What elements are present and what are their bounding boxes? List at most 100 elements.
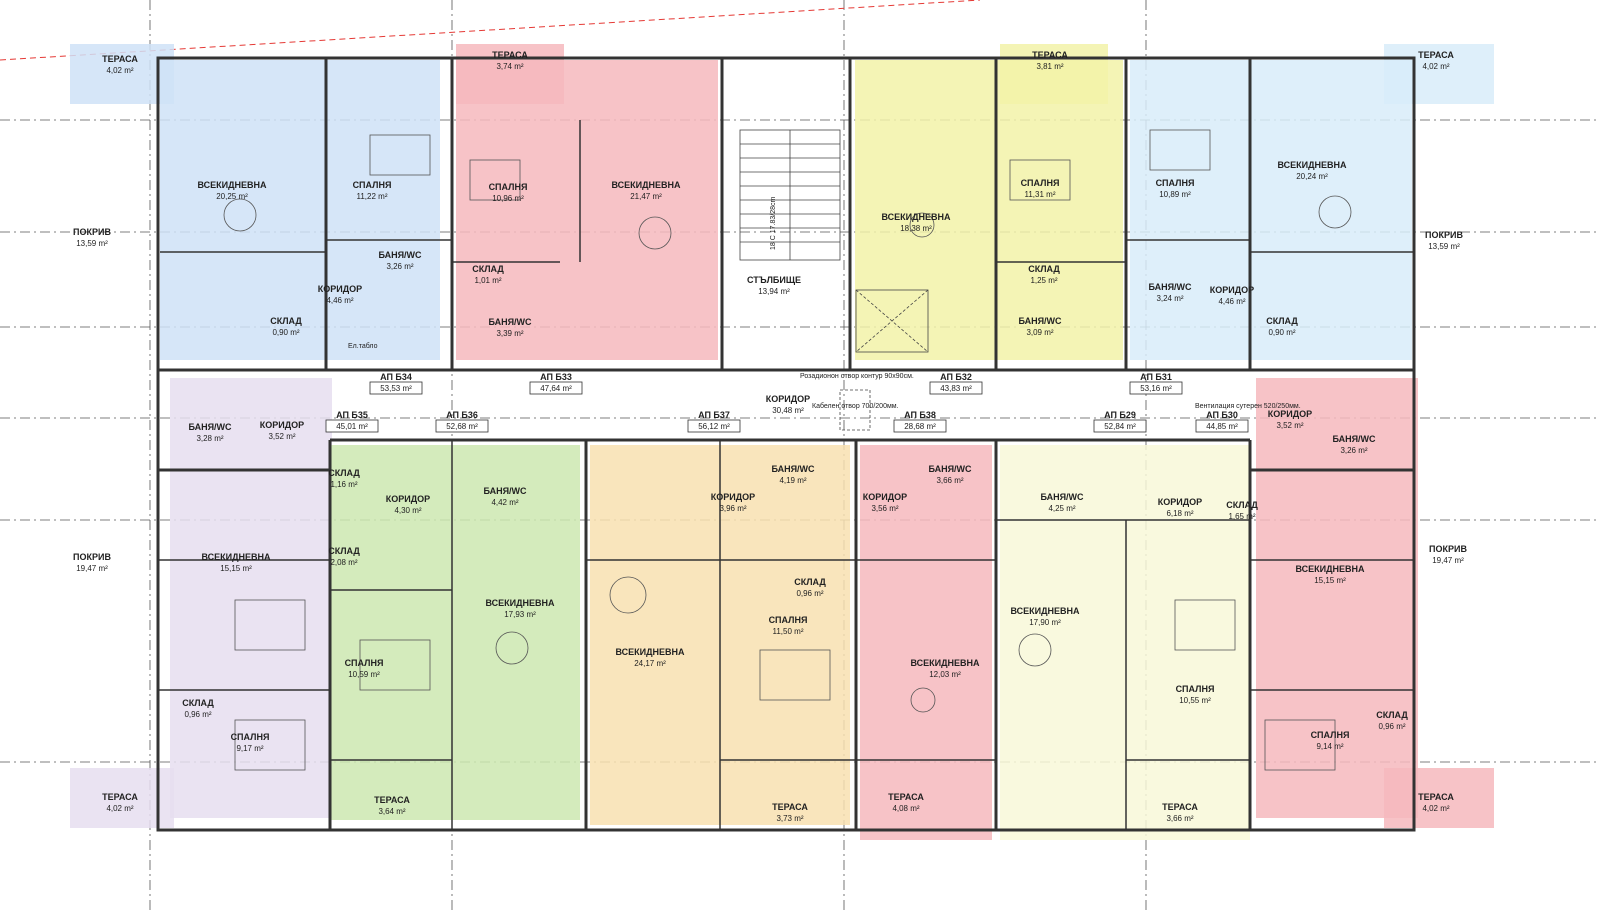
room-name: ВСЕКИДНЕВНА (197, 180, 267, 190)
room-name: ПОКРИВ (73, 552, 111, 562)
room-name: БАНЯ/WC (1148, 282, 1192, 292)
room-area: 1,25 m² (1030, 276, 1057, 285)
room-area: 4,30 m² (394, 506, 421, 515)
room-area: 19,47 m² (76, 564, 108, 573)
room-area: 20,25 m² (216, 192, 248, 201)
room-area: 3,52 m² (268, 432, 295, 441)
room-name: ТЕРАСА (1162, 802, 1198, 812)
room-area: 18,38 m² (900, 224, 932, 233)
room-name: БАНЯ/WC (1332, 434, 1376, 444)
room-area: 4,02 m² (106, 804, 133, 813)
room-name: ВСЕКИДНЕВНА (611, 180, 681, 190)
room-name: СПАЛНЯ (1156, 178, 1195, 188)
room-area: 3,24 m² (1156, 294, 1183, 303)
room-area: 4,46 m² (1218, 297, 1245, 306)
room-area: 3,09 m² (1026, 328, 1053, 337)
room-name: СКЛАД (182, 698, 214, 708)
wall-accents (158, 120, 1414, 830)
room-area: 0,90 m² (1268, 328, 1295, 337)
room-fill (1384, 768, 1494, 828)
room-area: 12,03 m² (929, 670, 961, 679)
room-area: 4,19 m² (779, 476, 806, 485)
apartment-area: 44,85 m² (1206, 422, 1238, 431)
room-name: ТЕРАСА (374, 795, 410, 805)
room-name: ВСЕКИДНЕВНА (881, 212, 951, 222)
room-area: 3,66 m² (936, 476, 963, 485)
room-area: 4,42 m² (491, 498, 518, 507)
apartment-tag-box (529, 381, 583, 395)
room-area: 10,55 m² (1179, 696, 1211, 705)
room-name: ВСЕКИДНЕВНА (485, 598, 555, 608)
room-name: ТЕРАСА (102, 54, 138, 64)
room-name: ТЕРАСА (888, 792, 924, 802)
room-name: БАНЯ/WC (1040, 492, 1084, 502)
room-name: БАНЯ/WC (488, 317, 532, 327)
room-area: 4,02 m² (1422, 804, 1449, 813)
room-area: 13,59 m² (1428, 242, 1460, 251)
apartment-tag-box (369, 381, 423, 395)
apartment-label: АП Б32 (940, 372, 972, 382)
room-name: КОРИДОР (863, 492, 907, 502)
room-fill (1256, 378, 1418, 818)
room-name: КОРИДОР (1210, 285, 1254, 295)
room-name: КОРИДОР (711, 492, 755, 502)
room-name: СКЛАД (1028, 264, 1060, 274)
room-area: 13,59 m² (76, 239, 108, 248)
room-area: 0,96 m² (796, 589, 823, 598)
room-area: 13,94 m² (758, 287, 790, 296)
apartment-area: 53,16 m² (1140, 384, 1172, 393)
apartment-tag-box (1093, 419, 1147, 433)
room-name: КОРИДОР (766, 394, 810, 404)
room-fill (1000, 445, 1250, 840)
room-name: ПОКРИВ (73, 227, 111, 237)
room-fill (855, 60, 1123, 360)
room-name: СКЛАД (1266, 316, 1298, 326)
room-area: 2,08 m² (330, 558, 357, 567)
furniture (223, 129, 1352, 771)
room-area: 10,96 m² (492, 194, 524, 203)
room-name: ТЕРАСА (1418, 792, 1454, 802)
room-area: 4,08 m² (892, 804, 919, 813)
room-name: СКЛАД (794, 577, 826, 587)
apartment-area: 52,84 m² (1104, 422, 1136, 431)
room-name: ТЕРАСА (1418, 50, 1454, 60)
room-fill (1384, 44, 1494, 104)
room-fill (330, 445, 580, 820)
room-name: ВСЕКИДНЕВНА (1295, 564, 1365, 574)
room-area: 9,14 m² (1316, 742, 1343, 751)
room-area: 24,17 m² (634, 659, 666, 668)
apartment-area: 52,68 m² (446, 422, 478, 431)
apartment-label: АП Б35 (336, 410, 368, 420)
apartment-label: АП Б31 (1140, 372, 1172, 382)
apartment-area: 47,64 m² (540, 384, 572, 393)
room-name: КОРИДОР (1158, 497, 1202, 507)
apartment-label: АП Б30 (1206, 410, 1238, 420)
apartment-tag-box (1129, 381, 1183, 395)
room-name: СКЛАД (328, 546, 360, 556)
room-name: ВСЕКИДНЕВНА (910, 658, 980, 668)
room-area: 3,52 m² (1276, 421, 1303, 430)
stair-core (739, 129, 929, 431)
apartment-tag: АП Б30 44,85 m² (1195, 410, 1249, 433)
apartment-tag-box (929, 381, 983, 395)
room-area: 3,26 m² (386, 262, 413, 271)
room-area: 3,56 m² (871, 504, 898, 513)
apartment-label: АП Б36 (446, 410, 478, 420)
room-area: 3,28 m² (196, 434, 223, 443)
room-fill (456, 60, 718, 360)
room-name: ПОКРИВ (1429, 544, 1467, 554)
room-name: СКЛАД (328, 468, 360, 478)
room-name: БАНЯ/WC (483, 486, 527, 496)
room-name: СПАЛНЯ (1176, 684, 1215, 694)
apartment-tag-box (1195, 419, 1249, 433)
room-area: 6,18 m² (1166, 509, 1193, 518)
room-area: 3,74 m² (496, 62, 523, 71)
room-area: 30,48 m² (772, 406, 804, 415)
